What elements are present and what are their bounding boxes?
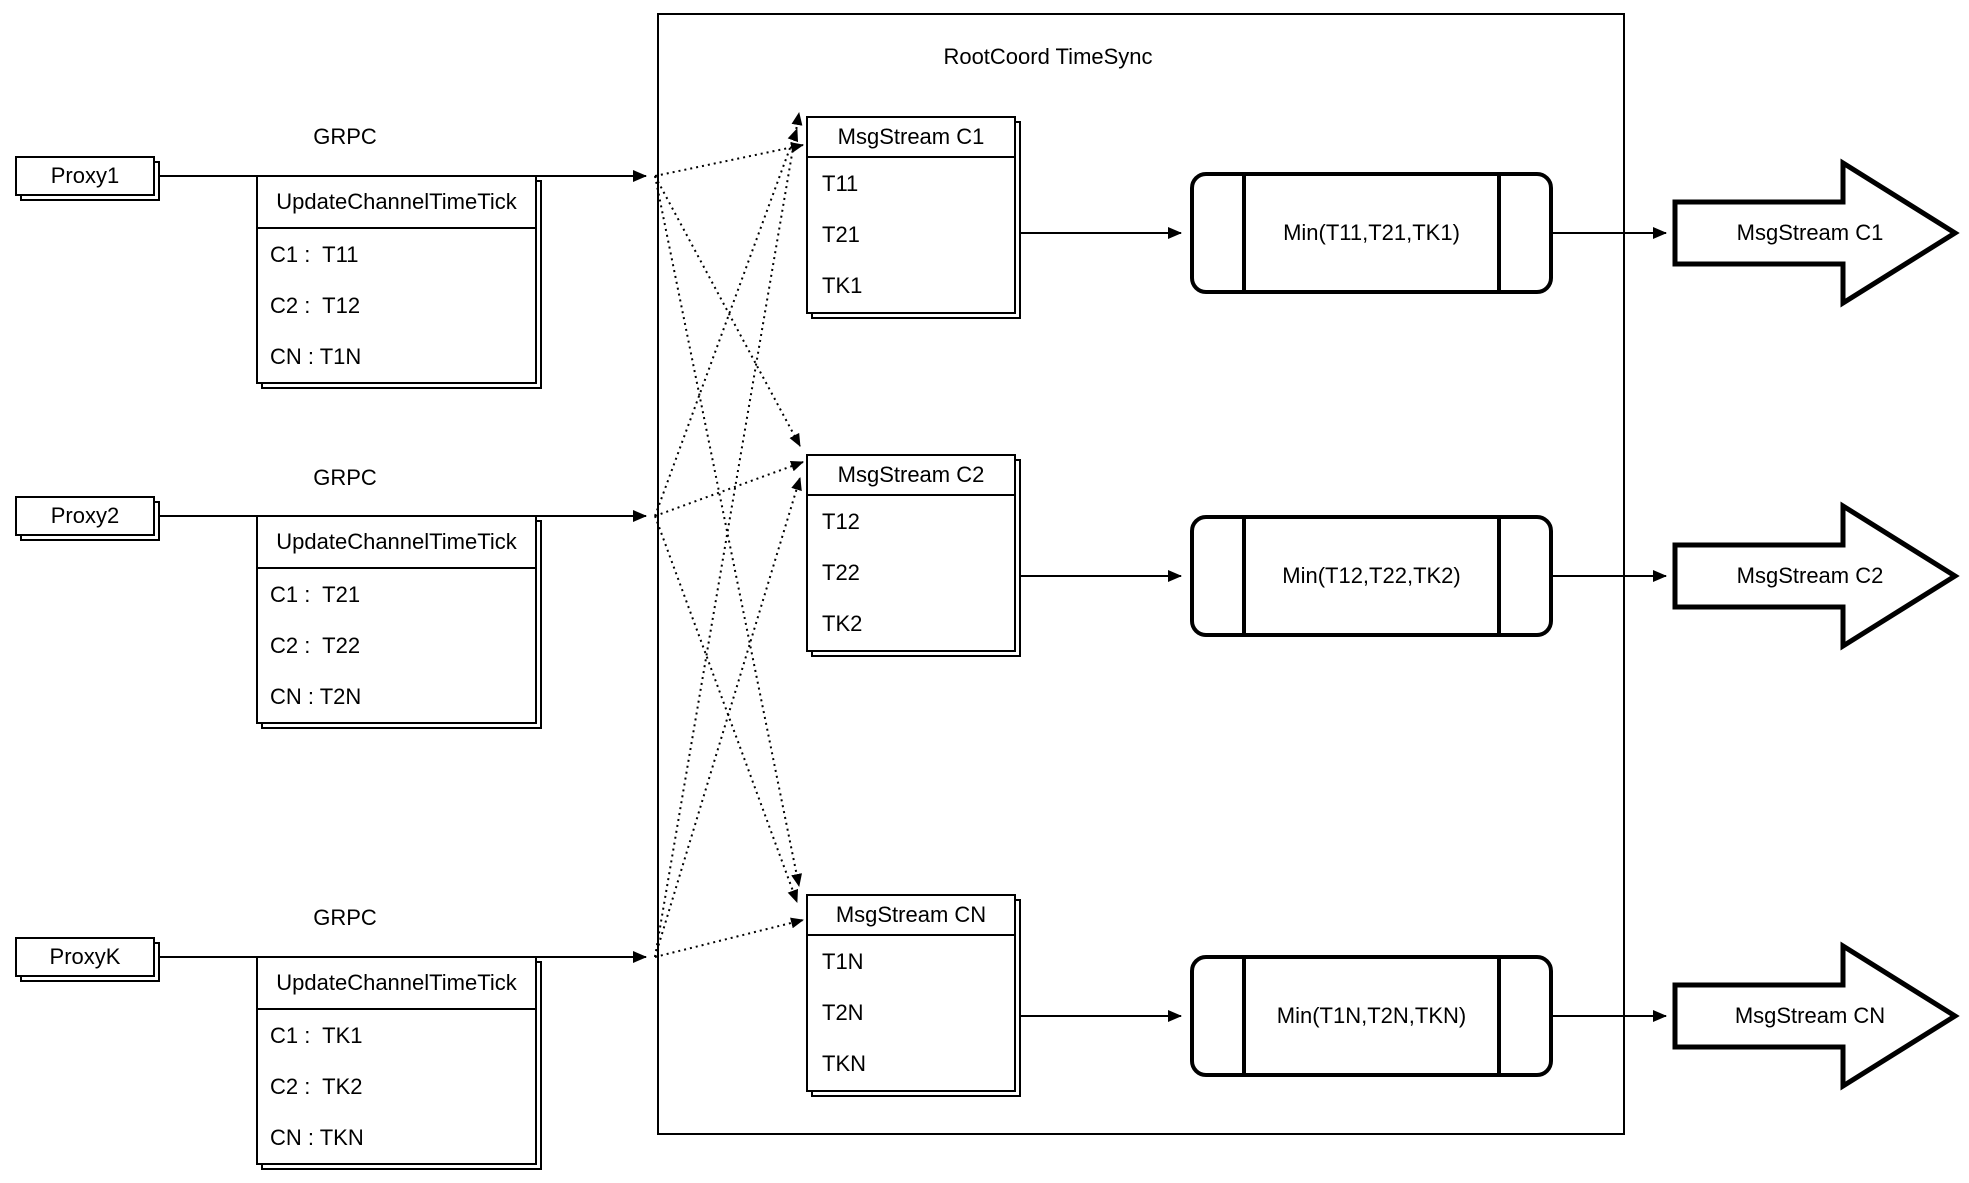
output-arrow-shape-3: [1672, 941, 1960, 1091]
tick-row: CN : T1N: [270, 343, 362, 369]
min-queue-box-1: Min(T11,T21,TK1): [1190, 172, 1553, 294]
output-arrow-label-3: MsgStream CN: [1734, 1003, 1886, 1028]
msgstream-table-c1: MsgStream C1 T11 T21 TK1: [806, 116, 1016, 314]
grpc-label-1: GRPC: [313, 124, 377, 149]
update-table-title-2: UpdateChannelTimeTick: [258, 517, 535, 569]
msgstream-table-title-c1: MsgStream C1: [808, 118, 1014, 158]
tick-row: C2 : T22: [270, 632, 361, 658]
tick-row: CN : T2N: [270, 683, 362, 709]
min-label-3: Min(T1N,T2N,TKN): [1276, 1003, 1467, 1028]
queue-divider-left: [1242, 959, 1246, 1073]
queue-divider-right: [1497, 519, 1501, 633]
msgstream-table-title-c2: MsgStream C2: [808, 456, 1014, 496]
min-to-output-connectors: [1553, 227, 1667, 1022]
tick-row: C2 : T12: [270, 292, 361, 318]
msgstream-table-c2: MsgStream C2 T12 T22 TK2: [806, 454, 1016, 652]
tick-row: C2 : TK2: [270, 1073, 363, 1099]
update-channel-timetick-table-1: UpdateChannelTimeTick C1 : T11 C2 : T12 …: [256, 175, 537, 384]
stream-tick-row: TK1: [822, 272, 863, 298]
update-channel-timetick-table-3: UpdateChannelTimeTick C1 : TK1 C2 : TK2 …: [256, 956, 537, 1165]
msgstream-table-cn: MsgStream CN T1N T2N TKN: [806, 894, 1016, 1092]
queue-divider-left: [1242, 176, 1246, 290]
tick-row: CN : TKN: [270, 1124, 364, 1150]
queue-divider-right: [1497, 176, 1501, 290]
stream-tick-row: T21: [822, 221, 860, 247]
queue-divider-right: [1497, 959, 1501, 1073]
update-table-title-1: UpdateChannelTimeTick: [258, 177, 535, 229]
min-queue-box-2: Min(T12,T22,TK2): [1190, 515, 1553, 637]
update-channel-timetick-table-2: UpdateChannelTimeTick C1 : T21 C2 : T22 …: [256, 515, 537, 724]
min-label-2: Min(T12,T22,TK2): [1282, 563, 1461, 588]
stream-to-min-connectors: [1016, 227, 1182, 1022]
grpc-label-2: GRPC: [313, 465, 377, 490]
stream-tick-row: T1N: [822, 948, 864, 974]
stream-tick-row: T2N: [822, 999, 864, 1025]
rootcoord-timesync-title: RootCoord TimeSync: [943, 44, 1153, 69]
grpc-label-3: GRPC: [313, 905, 377, 930]
stream-tick-row: T22: [822, 559, 860, 585]
output-block-arrows: [1672, 158, 1960, 1091]
min-queue-box-3: Min(T1N,T2N,TKN): [1190, 955, 1553, 1077]
output-arrow-shape-1: [1672, 158, 1960, 308]
proxy1-box: Proxy1: [15, 156, 155, 196]
stream-tick-row: TK2: [822, 610, 863, 636]
min-label-1: Min(T11,T21,TK1): [1283, 220, 1460, 245]
stream-tick-row: T11: [822, 170, 859, 196]
msgstream-table-title-cn: MsgStream CN: [808, 896, 1014, 936]
proxy2-box: Proxy2: [15, 496, 155, 536]
tick-row: C1 : TK1: [270, 1022, 363, 1048]
update-table-title-3: UpdateChannelTimeTick: [258, 958, 535, 1010]
output-arrow-label-2: MsgStream C2: [1736, 563, 1884, 588]
tick-row: C1 : T11: [270, 241, 359, 267]
fanout-dotted-arrows: [654, 112, 804, 958]
tick-row: C1 : T21: [270, 581, 361, 607]
proxyk-box: ProxyK: [15, 937, 155, 977]
stream-tick-row: T12: [822, 508, 860, 534]
rootcoord-timesync-box: [657, 13, 1625, 1135]
output-arrow-shape-2: [1672, 501, 1960, 651]
stream-tick-row: TKN: [822, 1050, 866, 1076]
output-arrow-label-1: MsgStream C1: [1736, 220, 1884, 245]
queue-divider-left: [1242, 519, 1246, 633]
